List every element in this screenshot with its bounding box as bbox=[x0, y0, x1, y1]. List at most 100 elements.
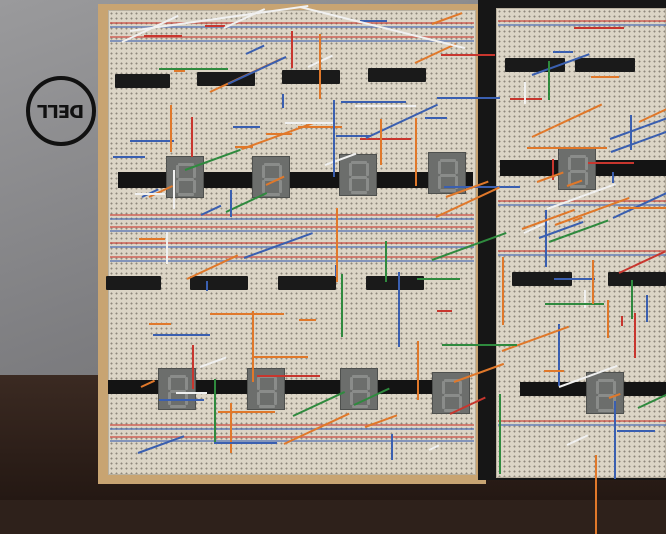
breadboard bbox=[496, 8, 666, 478]
display-segment bbox=[259, 390, 275, 393]
seven-segment-display bbox=[252, 156, 290, 198]
jumper-wire bbox=[523, 81, 526, 104]
jumper-wire bbox=[359, 138, 411, 141]
display-segment bbox=[598, 409, 614, 412]
power-rail-red bbox=[110, 226, 474, 228]
display-segment bbox=[352, 405, 368, 408]
display-segment bbox=[444, 379, 460, 382]
jumper-wire bbox=[354, 104, 416, 107]
jumper-wire bbox=[502, 256, 505, 325]
seven-segment-display bbox=[340, 368, 378, 410]
display-segment bbox=[442, 396, 445, 409]
display-segment bbox=[350, 377, 353, 390]
jumper-wire bbox=[397, 272, 400, 348]
power-rail-red bbox=[110, 214, 474, 216]
display-segment bbox=[596, 381, 599, 394]
display-segment bbox=[178, 163, 194, 166]
power-rail-red bbox=[110, 242, 474, 244]
ic-chip bbox=[366, 276, 424, 290]
display-segment bbox=[568, 172, 571, 185]
jumper-wire bbox=[204, 24, 226, 27]
jumper-wire bbox=[630, 280, 633, 319]
power-rail-blue bbox=[110, 26, 474, 28]
display-segment bbox=[178, 178, 194, 181]
jumper-wire bbox=[591, 260, 594, 305]
power-rail-blue bbox=[110, 246, 474, 248]
display-strip bbox=[118, 172, 473, 188]
display-segment bbox=[352, 375, 368, 378]
jumper-wire bbox=[232, 125, 260, 128]
jumper-wire bbox=[384, 241, 387, 283]
display-segment bbox=[264, 193, 280, 196]
display-segment bbox=[598, 379, 614, 382]
display-segment bbox=[274, 377, 277, 390]
jumper-wire bbox=[591, 75, 620, 78]
display-segment bbox=[257, 392, 260, 405]
jumper-wire bbox=[335, 134, 371, 137]
jumper-wire bbox=[616, 430, 656, 433]
dell-logo: DELL bbox=[26, 76, 96, 146]
display-segment bbox=[459, 381, 462, 394]
jumper-wire bbox=[645, 295, 648, 323]
display-segment bbox=[351, 176, 367, 179]
display-segment bbox=[570, 185, 586, 188]
display-segment bbox=[438, 176, 441, 189]
jumper-wire bbox=[437, 97, 501, 100]
jumper-wire bbox=[291, 30, 294, 69]
jumper-wire bbox=[165, 232, 168, 264]
display-segment bbox=[440, 174, 456, 177]
jumper-wire bbox=[335, 208, 338, 283]
jumper-wire bbox=[130, 139, 175, 142]
display-segment bbox=[262, 180, 265, 193]
power-rail-red bbox=[110, 436, 474, 438]
jumper-wire bbox=[299, 318, 317, 321]
display-segment bbox=[264, 163, 280, 166]
display-segment bbox=[351, 161, 367, 164]
display-segment bbox=[168, 377, 171, 390]
display-segment bbox=[352, 390, 368, 393]
display-segment bbox=[257, 377, 260, 390]
power-rail-red bbox=[110, 22, 474, 24]
jumper-wire bbox=[390, 433, 393, 460]
power-rail-blue bbox=[110, 230, 474, 232]
power-rail-red bbox=[498, 250, 666, 252]
ic-chip bbox=[608, 272, 666, 286]
display-segment bbox=[193, 165, 196, 178]
jumper-wire bbox=[218, 411, 275, 414]
jumper-wire bbox=[630, 115, 633, 150]
seven-segment-display bbox=[166, 156, 204, 198]
display-segment bbox=[262, 165, 265, 178]
display-segment bbox=[598, 394, 614, 397]
display-segment bbox=[351, 191, 367, 194]
jumper-wire bbox=[552, 50, 573, 53]
power-rail-red bbox=[498, 200, 666, 202]
jumper-wire bbox=[281, 94, 284, 108]
jumper-wire bbox=[443, 186, 520, 189]
jumper-wire bbox=[214, 441, 278, 444]
jumper-wire bbox=[359, 20, 387, 23]
ic-chip bbox=[190, 276, 248, 290]
display-segment bbox=[259, 405, 275, 408]
display-segment bbox=[440, 159, 456, 162]
display-segment bbox=[442, 381, 445, 394]
display-segment bbox=[279, 165, 282, 178]
jumper-wire bbox=[148, 323, 172, 326]
jumper-wire bbox=[440, 54, 495, 57]
jumper-wire bbox=[205, 280, 208, 292]
jumper-wire bbox=[417, 278, 461, 281]
jumper-wire bbox=[583, 289, 586, 309]
display-segment bbox=[170, 390, 186, 393]
jumper-wire bbox=[158, 399, 205, 402]
jumper-wire bbox=[135, 192, 166, 195]
display-segment bbox=[185, 392, 188, 405]
display-segment bbox=[596, 396, 599, 409]
display-segment bbox=[170, 375, 186, 378]
display-segment bbox=[279, 180, 282, 193]
jumper-wire bbox=[297, 125, 342, 128]
jumper-wire bbox=[527, 146, 608, 149]
seven-segment-display bbox=[339, 154, 377, 196]
display-segment bbox=[455, 176, 458, 189]
display-strip bbox=[108, 380, 468, 394]
ic-chip bbox=[575, 58, 635, 72]
jumper-wire bbox=[143, 35, 183, 38]
